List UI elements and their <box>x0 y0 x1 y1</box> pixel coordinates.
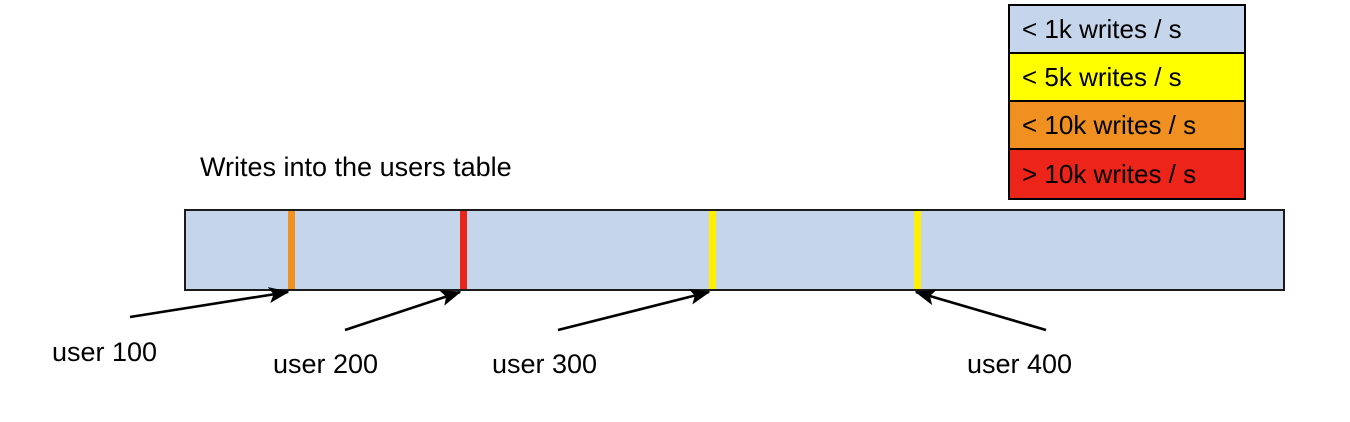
label-user-400: user 400 <box>967 349 1073 379</box>
arrow-user-200 <box>344 290 462 332</box>
chart-title: Writes into the users table <box>200 152 512 182</box>
legend-label-3: > 10k writes / s <box>1022 159 1197 189</box>
label-user-100: user 100 <box>52 337 158 367</box>
legend-label-2: < 10k writes / s <box>1022 110 1197 140</box>
legend: < 1k writes / s < 5k writes / s < 10k wr… <box>1008 4 1246 200</box>
stripe-user-300 <box>709 211 716 289</box>
arrow-user-400 <box>914 289 1047 332</box>
stripe-user-100 <box>288 211 295 289</box>
legend-label-1: < 5k writes / s <box>1022 62 1182 92</box>
legend-row-3: > 10k writes / s <box>1010 150 1244 198</box>
legend-row-2: < 10k writes / s <box>1010 102 1244 150</box>
stripe-user-400 <box>914 211 921 289</box>
users-table-bar <box>184 209 1285 291</box>
label-user-200: user 200 <box>273 349 379 379</box>
legend-row-1: < 5k writes / s <box>1010 54 1244 102</box>
stripe-user-200 <box>460 211 467 289</box>
legend-row-0: < 1k writes / s <box>1010 6 1244 54</box>
arrow-user-300 <box>557 288 711 332</box>
arrow-user-100 <box>129 287 290 319</box>
legend-label-0: < 1k writes / s <box>1022 14 1182 44</box>
label-user-300: user 300 <box>492 349 598 379</box>
